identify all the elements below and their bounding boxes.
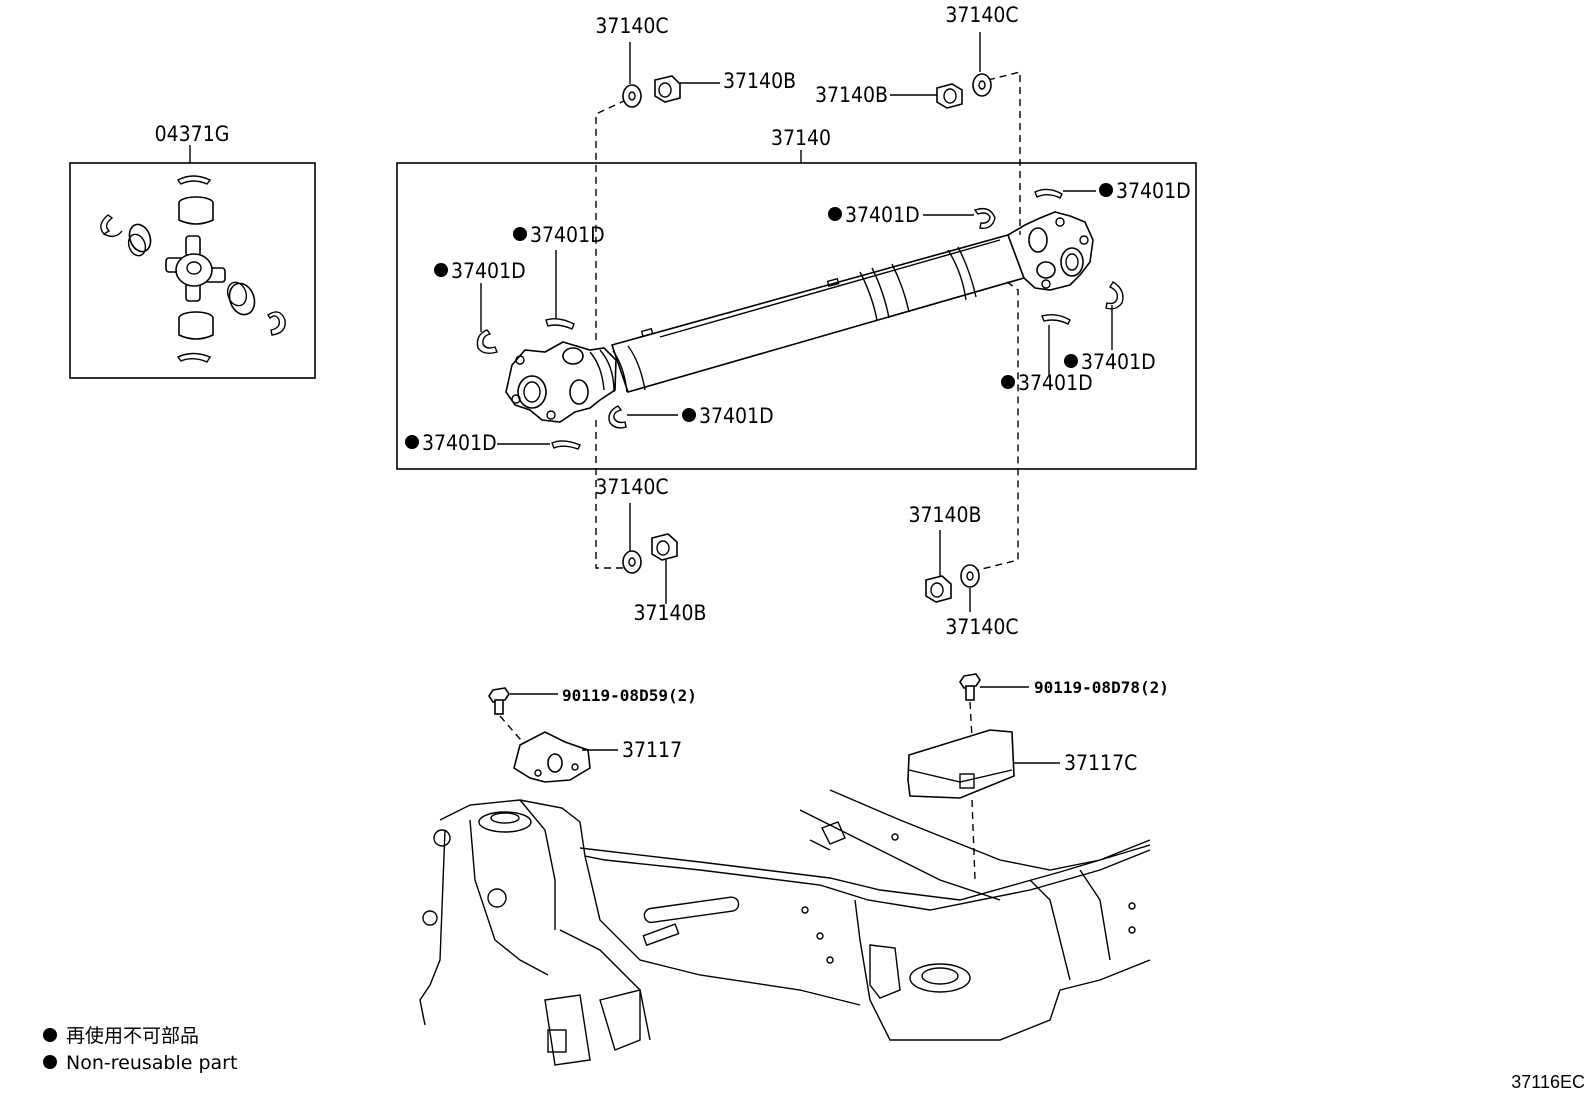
- label-washer: 37140C: [945, 3, 1018, 27]
- universal-joint-kit: [69, 145, 316, 379]
- label-washer: 37140C: [595, 14, 668, 38]
- label-nut: 37140B: [633, 601, 706, 625]
- legend: 再使用不可部品 Non-reusable part: [43, 1025, 237, 1074]
- washer-icon: [622, 550, 642, 574]
- label-nut: 37140B: [815, 83, 888, 107]
- label-snap-ring: 37401D: [1018, 371, 1093, 395]
- label-bolt-rear: 90119-08D78(2): [1034, 678, 1169, 697]
- snap-ring-icon: [608, 405, 627, 429]
- snap-ring-icon-part: [103, 230, 123, 238]
- propeller-shaft: [610, 234, 1026, 393]
- legend-dot: [43, 1028, 57, 1042]
- label-snap-ring: 37401D: [1116, 179, 1191, 203]
- snap-ring-icon: [545, 317, 575, 330]
- snap-ring-icon: [267, 311, 286, 336]
- non-reusable-mark: [434, 263, 448, 277]
- non-reusable-mark: [1064, 354, 1078, 368]
- bearing-cup-body: [178, 203, 214, 225]
- legend-line-jp: 再使用不可部品: [66, 1025, 199, 1047]
- label-snap-ring: 37401D: [451, 259, 526, 283]
- rear-flange-yoke: [1007, 211, 1094, 291]
- assembly-line: [969, 281, 1019, 573]
- bottom-left-fasteners: [622, 503, 678, 604]
- label-bracket-front: 37117: [622, 738, 682, 762]
- label-shaft: 37140: [771, 126, 831, 150]
- snap-ring-icon: [973, 207, 996, 229]
- bearing-cup-body: [178, 318, 214, 340]
- front-bolt: [488, 687, 558, 763]
- snap-ring-icon: [551, 440, 581, 450]
- snap-rings: [476, 188, 1124, 450]
- legend-line-en: Non-reusable part: [66, 1052, 237, 1074]
- snap-ring-icon: [176, 352, 212, 363]
- label-snap-ring: 37401D: [699, 404, 774, 428]
- label-washer: 37140C: [595, 475, 668, 499]
- bearing-cup-inner: [226, 281, 248, 307]
- label-kit: 04371G: [155, 122, 230, 146]
- rear-bolt: [959, 673, 1029, 739]
- part-labels: 04371G 37140 37140C 37140C 37140C 37140C…: [155, 3, 1191, 775]
- non-reusable-mark: [828, 207, 842, 221]
- non-reusable-mark: [1099, 183, 1113, 197]
- assembly-line: [987, 71, 1021, 235]
- label-washer: 37140C: [945, 615, 1018, 639]
- label-snap-ring: 37401D: [530, 223, 605, 247]
- non-reusable-mark: [513, 227, 527, 241]
- figure-code: 37116EC: [1511, 1072, 1585, 1092]
- label-nut: 37140B: [908, 503, 981, 527]
- nut-icon: [936, 83, 963, 109]
- assembly-line: [595, 420, 626, 569]
- front-bracket: [513, 731, 618, 783]
- label-snap-ring: 37401D: [845, 203, 920, 227]
- non-reusable-mark: [405, 435, 419, 449]
- washer-icon: [960, 564, 980, 588]
- front-flange-yoke: [505, 341, 617, 423]
- snap-ring-icon: [476, 329, 498, 355]
- nut-icon: [925, 575, 952, 603]
- snap-ring-leaders: [480, 190, 1113, 445]
- vehicle-frame: [419, 789, 1151, 1066]
- label-bracket-rear: 37117C: [1064, 751, 1137, 775]
- shaft-tube: [610, 234, 1026, 393]
- non-reusable-mark: [1001, 375, 1015, 389]
- snap-ring-icon: [176, 175, 212, 185]
- non-reusable-mark: [682, 408, 696, 422]
- bearing-cup-inner: [127, 233, 147, 257]
- snap-ring-icon: [1034, 188, 1063, 199]
- bottom-right-fasteners: [925, 530, 980, 612]
- label-snap-ring: 37401D: [422, 431, 497, 455]
- label-snap-ring: 37401D: [1081, 350, 1156, 374]
- assembly-line: [971, 799, 976, 881]
- label-bolt-front: 90119-08D59(2): [562, 686, 697, 705]
- spider-cross-icon: [165, 235, 226, 302]
- washer-icon: [622, 84, 642, 108]
- top-right-fasteners: [890, 32, 992, 109]
- snap-ring-icon: [1041, 313, 1071, 325]
- rear-bracket: [907, 729, 1060, 799]
- snap-ring-icon: [100, 214, 114, 235]
- snap-ring-icon: [1105, 281, 1124, 310]
- legend-dot: [43, 1055, 57, 1069]
- nut-icon: [651, 533, 678, 561]
- washer-icon: [972, 73, 992, 97]
- kit-frame: [69, 162, 316, 379]
- top-left-fasteners: [622, 42, 720, 108]
- bearing-cup-icon: [228, 282, 256, 316]
- shaft-assembly-frame: [396, 162, 1197, 470]
- label-nut: 37140B: [723, 69, 796, 93]
